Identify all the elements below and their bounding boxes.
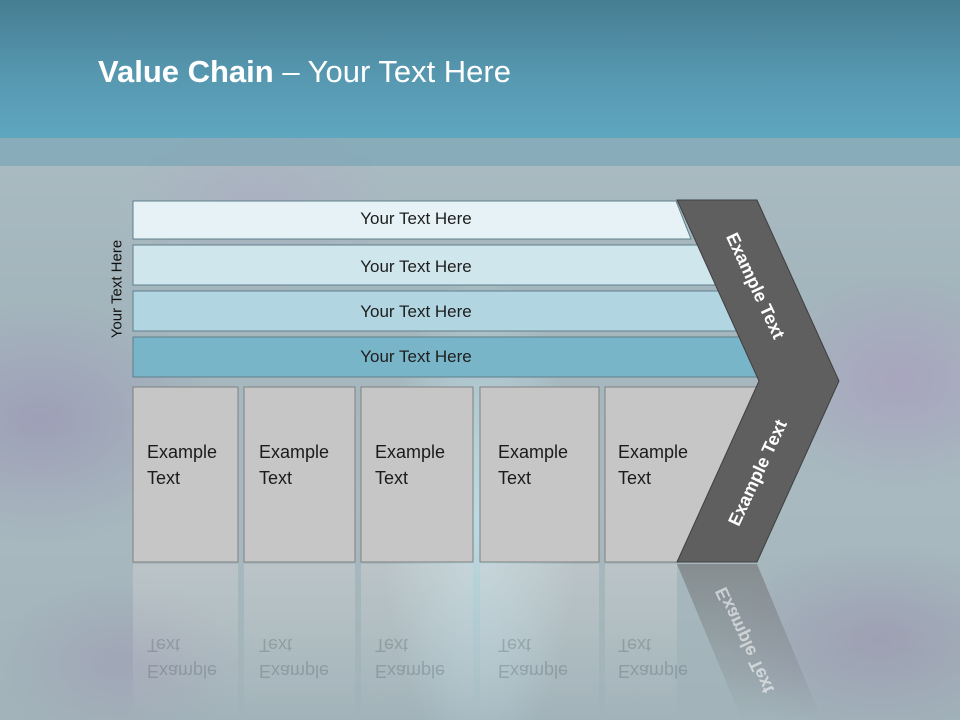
box-3-label: Example Text <box>375 442 446 488</box>
title-rest: – Your Text Here <box>273 54 511 89</box>
bar-1[interactable] <box>132 200 692 240</box>
box-5-label-reflection: Example Text <box>618 635 689 681</box>
box-4-reflection <box>480 564 599 720</box>
bar-2-label: Your Text Here <box>360 257 472 276</box>
box-1-reflection <box>133 564 238 720</box>
box-3[interactable] <box>360 386 474 563</box>
box-1[interactable] <box>132 386 239 563</box>
chevron-reflection <box>677 564 822 720</box>
box-1-label: Example Text <box>147 442 218 488</box>
box-3-reflection <box>361 564 473 720</box>
box-2-label: Example Text <box>259 442 330 488</box>
box-2[interactable] <box>243 386 356 563</box>
bar-3-label: Your Text Here <box>360 302 472 321</box>
title-bold: Value Chain <box>98 54 274 89</box>
header-band <box>0 138 960 166</box>
slide-title: Value Chain – Your Text Here <box>98 54 511 90</box>
header-bar <box>0 0 960 138</box>
bar-1-label: Your Text Here <box>360 209 472 228</box>
box-5-reflection <box>605 564 677 720</box>
box-4-label: Example Text <box>498 442 569 488</box>
box-5-label: Example Text <box>618 442 689 488</box>
chevron-arrow[interactable] <box>676 199 840 563</box>
box-2-reflection <box>244 564 355 720</box>
box-4[interactable] <box>479 386 600 563</box>
bar-4-label: Your Text Here <box>360 347 472 366</box>
box-4-label-reflection: Example Text <box>498 635 569 681</box>
box-2-label-reflection: Example Text <box>259 635 330 681</box>
box-1-label-reflection: Example Text <box>147 635 218 681</box>
box-3-label-reflection: Example Text <box>375 635 446 681</box>
